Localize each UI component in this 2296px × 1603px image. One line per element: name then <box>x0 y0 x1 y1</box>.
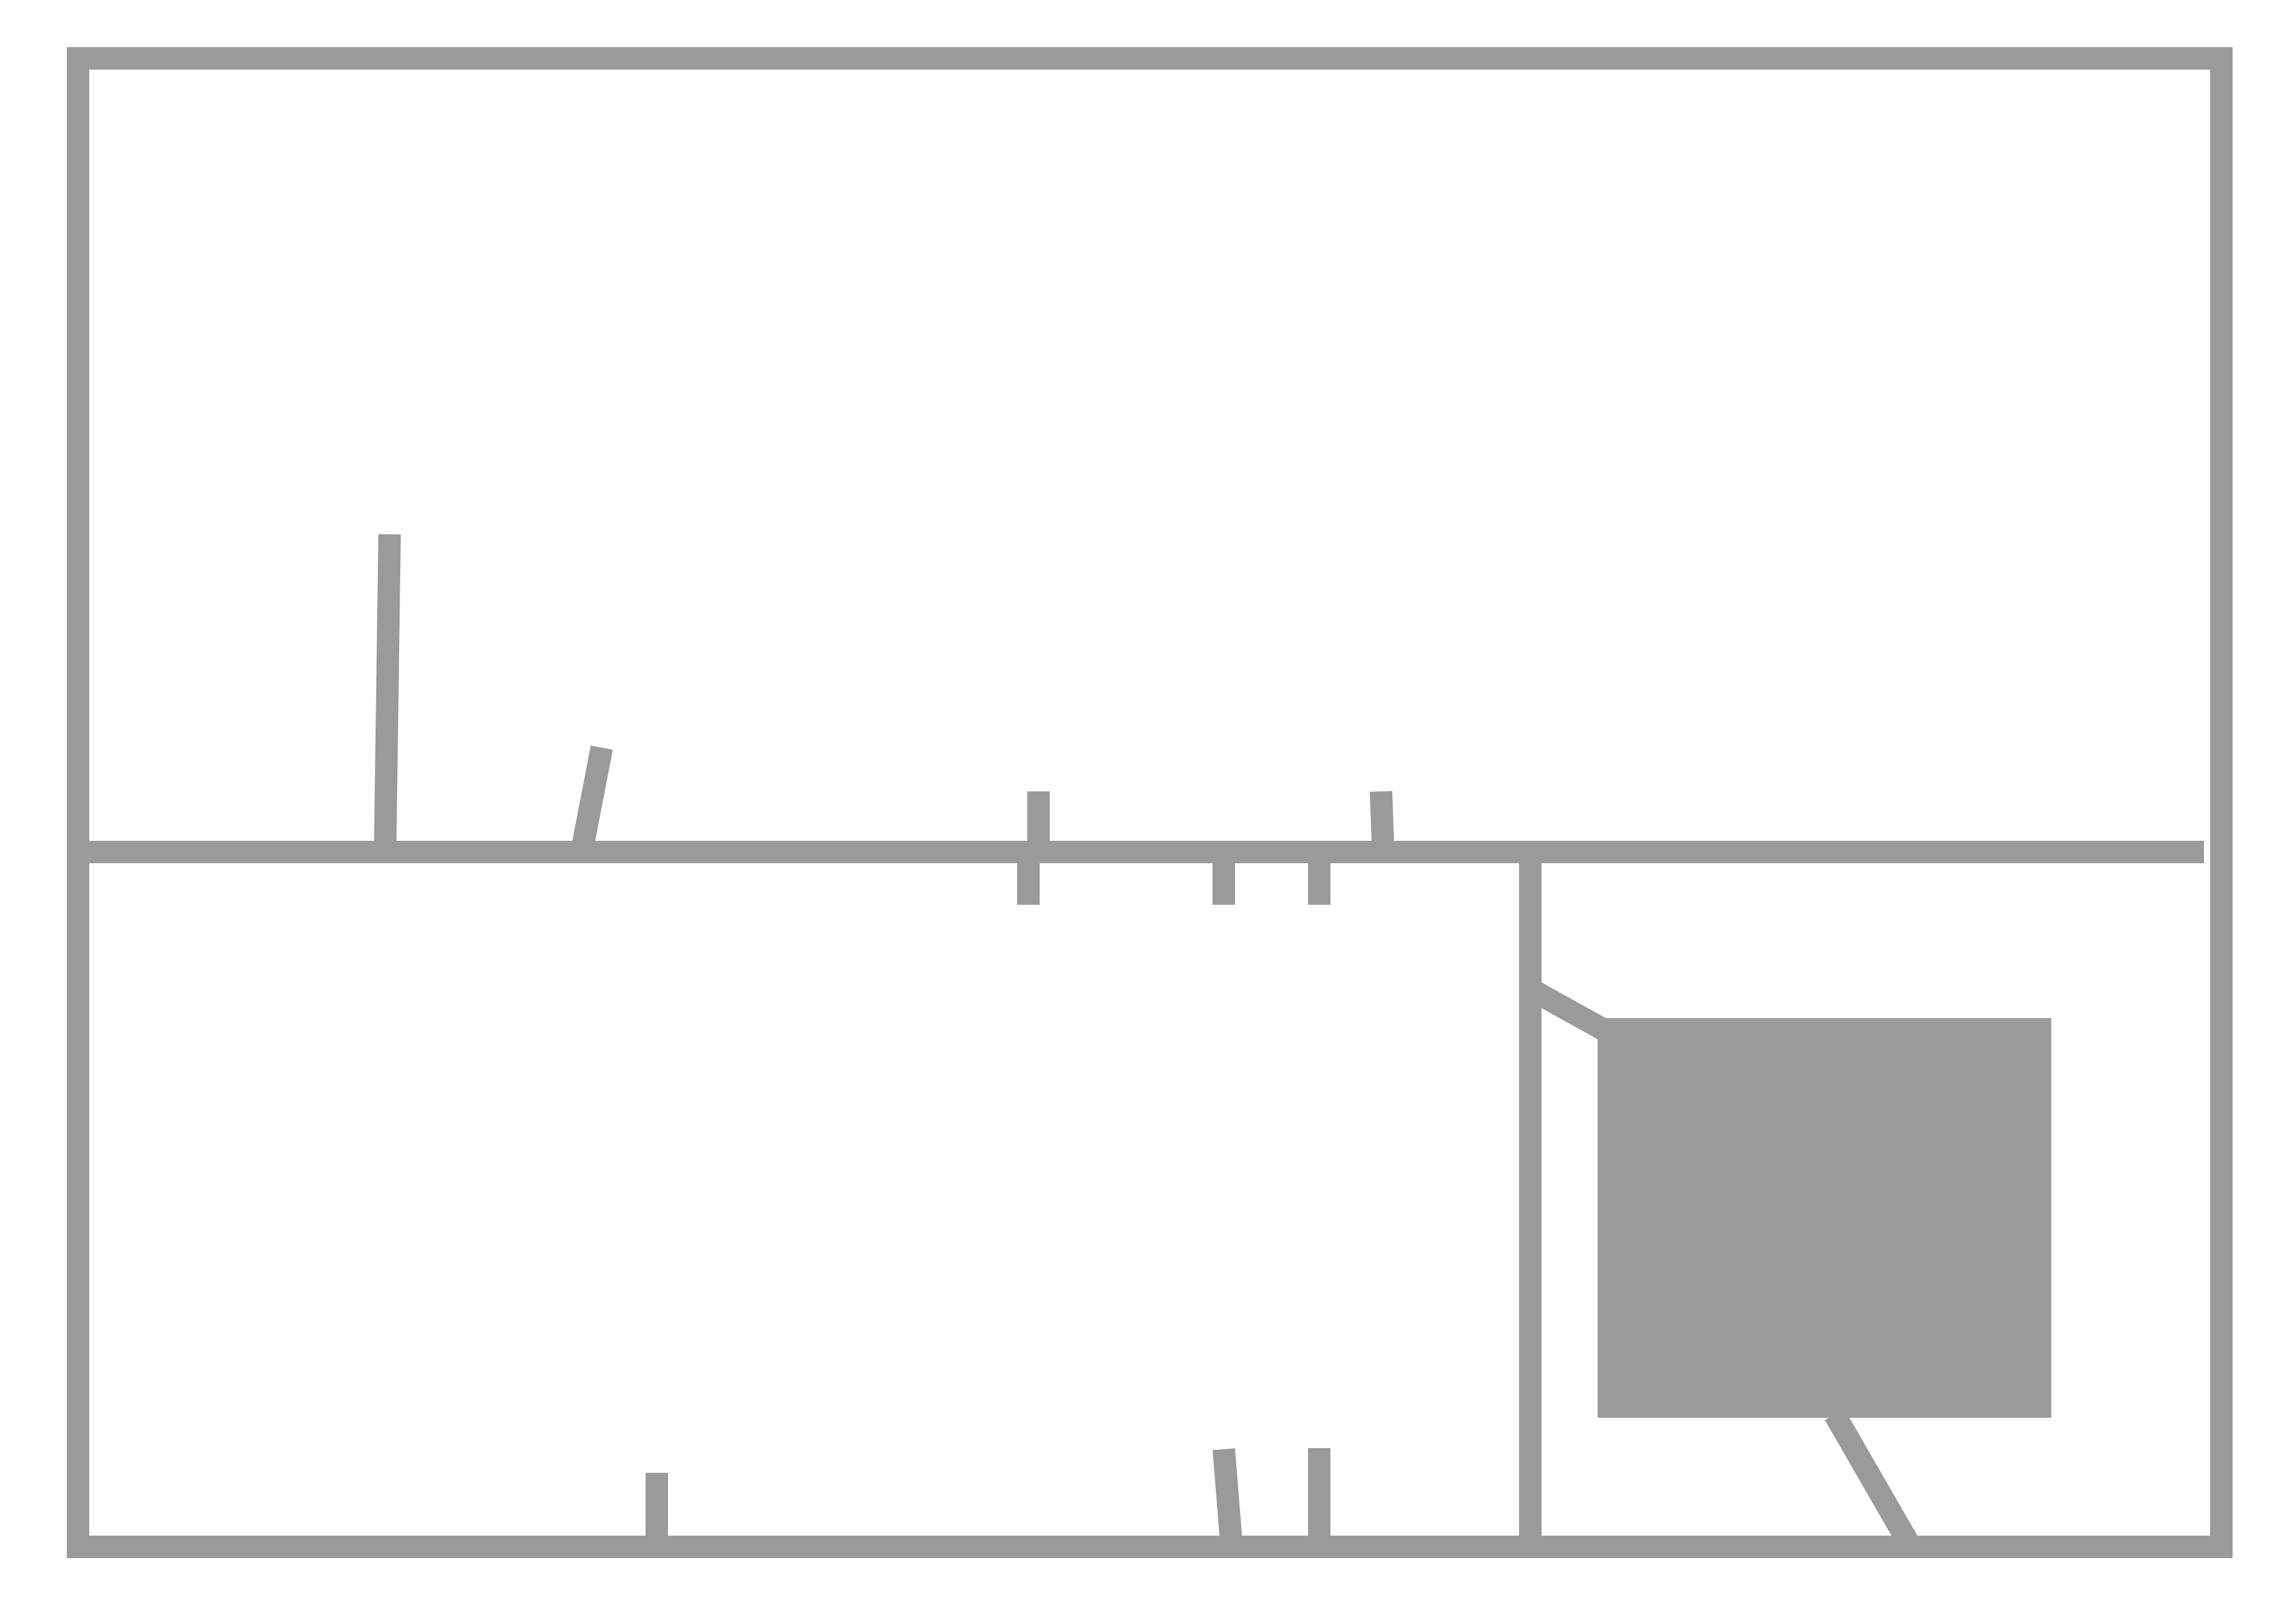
tick-upper-1 <box>374 534 401 853</box>
outer-wall <box>67 47 2233 1558</box>
tick-bottom-2 <box>1213 1448 1243 1548</box>
tick-upper-4 <box>1370 791 1394 853</box>
block-connector-bottom <box>1824 1409 1921 1552</box>
tick-upper-2 <box>570 745 613 854</box>
solid-block <box>1598 1018 2051 1418</box>
